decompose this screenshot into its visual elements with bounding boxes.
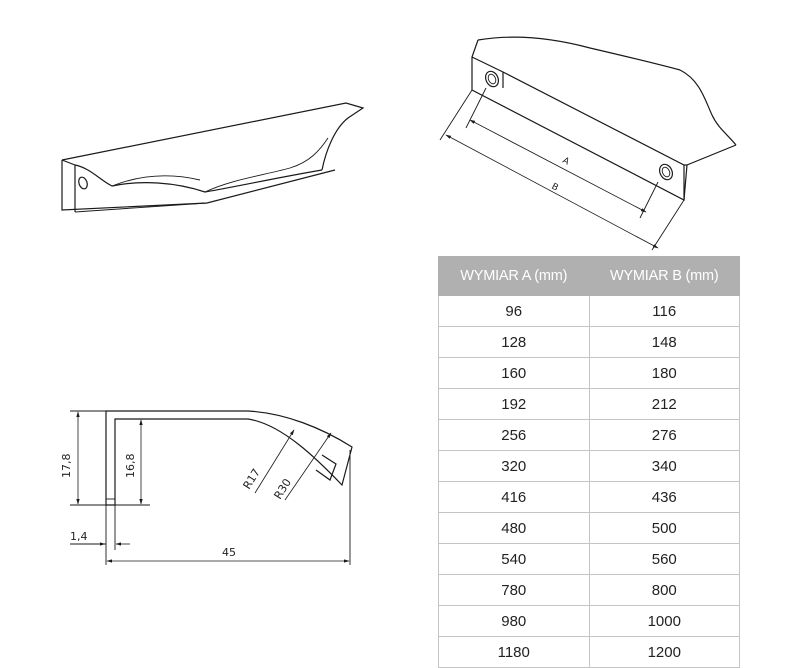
cell-dimension-a: 1180 — [438, 636, 590, 668]
cell-dimension-a: 160 — [438, 357, 590, 389]
dim-radius-outer-label: R30 — [272, 476, 294, 501]
handle-front-view — [61, 102, 365, 213]
cell-dimension-b: 500 — [588, 512, 740, 544]
dim-thickness-label: 1,4 — [70, 530, 88, 543]
cell-dimension-a: 256 — [438, 419, 590, 451]
cell-dimension-a: 780 — [438, 574, 590, 606]
cell-dimension-b: 436 — [588, 481, 740, 513]
dimension-a-label: A — [561, 156, 572, 168]
cell-dimension-b: 1000 — [588, 605, 740, 637]
cell-dimension-b: 148 — [588, 326, 740, 358]
column-header-a: WYMIAR A (mm) — [438, 256, 590, 296]
cell-dimension-a: 128 — [438, 326, 590, 358]
dim-height-outer-label: 17,8 — [60, 454, 73, 479]
cell-dimension-a: 96 — [438, 295, 590, 327]
cell-dimension-a: 980 — [438, 605, 590, 637]
cell-dimension-b: 560 — [588, 543, 740, 575]
cell-dimension-a: 320 — [438, 450, 590, 482]
cell-dimension-a: 192 — [438, 388, 590, 420]
cell-dimension-a: 480 — [438, 512, 590, 544]
dimension-b-label: B — [550, 182, 560, 194]
dim-width-label: 45 — [222, 546, 236, 559]
handle-profile-section — [70, 410, 353, 565]
cell-dimension-b: 116 — [588, 295, 740, 327]
dim-radius-inner-label: R17 — [241, 466, 263, 491]
table-header-row: WYMIAR A (mm) WYMIAR B (mm) — [438, 256, 740, 296]
cell-dimension-b: 180 — [588, 357, 740, 389]
cell-dimension-b: 800 — [588, 574, 740, 606]
column-header-b: WYMIAR B (mm) — [588, 256, 740, 296]
cell-dimension-b: 276 — [588, 419, 740, 451]
cell-dimension-b: 1200 — [588, 636, 740, 668]
dim-height-inner-label: 16,8 — [124, 454, 137, 479]
handle-perspective-view — [439, 36, 737, 251]
cell-dimension-a: 416 — [438, 481, 590, 513]
cell-dimension-b: 340 — [588, 450, 740, 482]
cell-dimension-a: 540 — [438, 543, 590, 575]
cell-dimension-b: 212 — [588, 388, 740, 420]
